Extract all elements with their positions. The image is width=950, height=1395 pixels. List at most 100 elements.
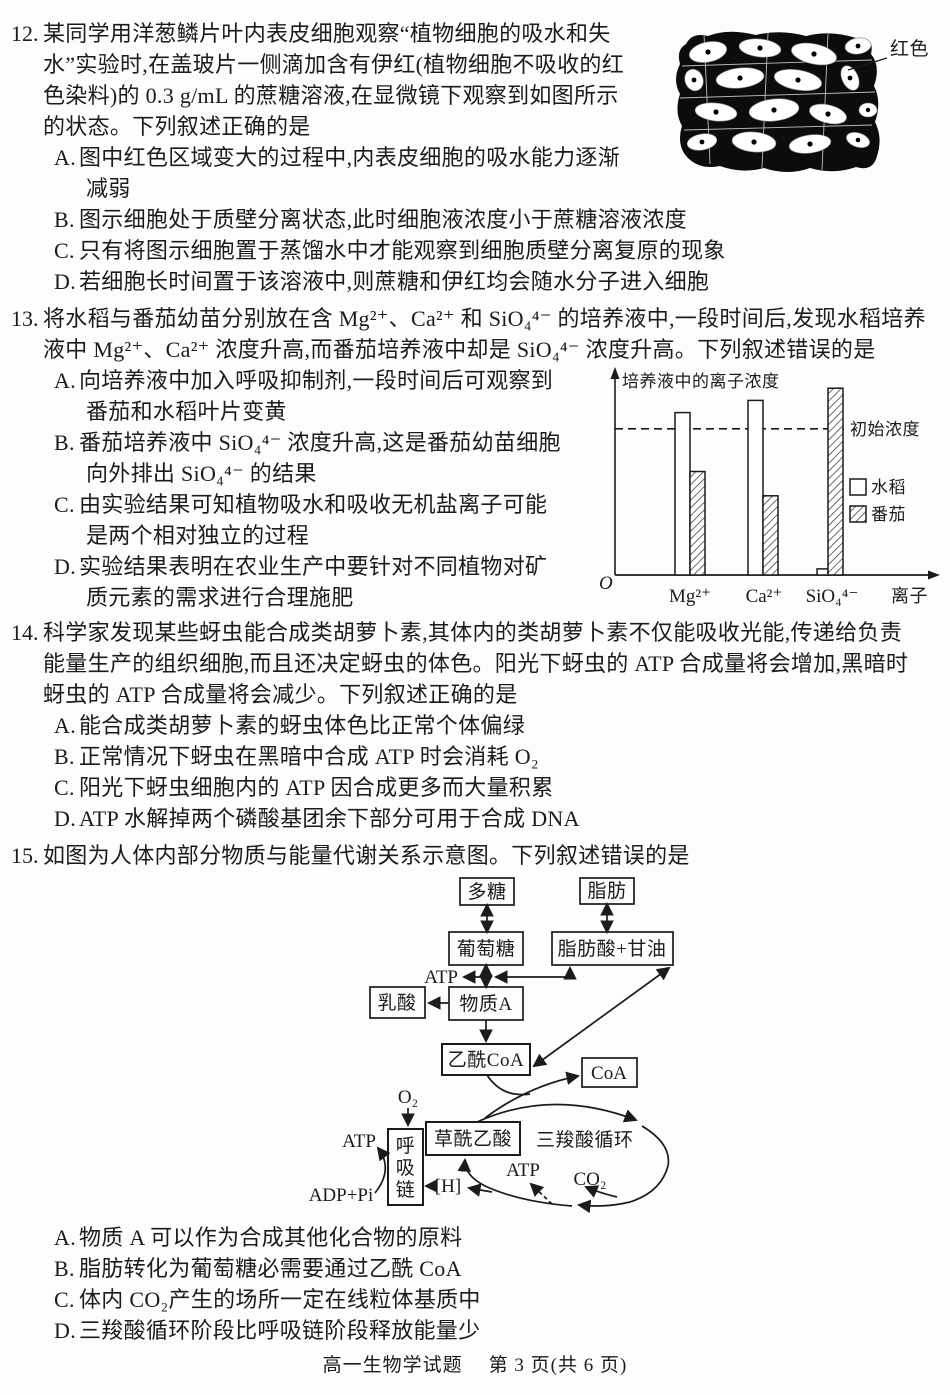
stem-text: 如图为人体内部分物质与能量代谢关系示意图。下列叙述错误的是: [43, 843, 690, 868]
stem-text: 将水稻与番茄幼苗分别放在含 Mg²⁺、Ca²⁺ 和 SiO₄⁴⁻ 的培养液中,一…: [43, 306, 926, 331]
nuclei: [691, 43, 871, 147]
x-axis-arrow: [928, 570, 940, 580]
chart-legend: 水稻 番茄: [849, 478, 906, 524]
curve-acetylcoa-into-cycle: [486, 1074, 531, 1096]
ion-concentration-bar-chart: 培养液中的离子浓度 O 初始浓度 Mg²⁺ Ca²⁺ SiO₄⁴⁻ 离子 水稻: [599, 367, 940, 607]
node-oxaloacetate-label: 草酰乙酸: [434, 1128, 512, 1150]
option-text: 阳光下蚜虫细胞内的 ATP 因合成更多而大量积累: [79, 775, 554, 800]
reference-line-label: 初始浓度: [850, 420, 920, 439]
option-label: D.: [54, 1318, 76, 1343]
option-b: B.图示细胞处于质壁分离状态,此时细胞液浓度小于蔗糖溶液浓度: [11, 204, 726, 235]
option-label: A.: [54, 368, 76, 393]
option-a-cont: 番茄和水稻叶片变黄: [86, 399, 287, 424]
option-label: A.: [54, 1225, 76, 1250]
option-c: C.由实验结果可知植物吸水和吸收无机盐离子可能: [11, 489, 926, 520]
option-label: C.: [54, 775, 75, 800]
option-label: C.: [54, 492, 75, 517]
red-region-label: 红色: [890, 38, 929, 60]
node-acetyl-coa-label: 乙酰CoA: [448, 1049, 524, 1071]
question-number: 15.: [11, 843, 39, 868]
label-atp-chain: ATP: [342, 1131, 376, 1152]
question-15-options: A.物质 A 可以作为合成其他化合物的原料 B.脂肪转化为葡萄糖必需要通过乙酰 …: [11, 1222, 481, 1346]
option-label: C.: [54, 1287, 75, 1312]
y-axis-arrow: [610, 367, 620, 379]
question-13: 13.将水稻与番茄幼苗分别放在含 Mg²⁺、Ca²⁺ 和 SiO₄⁴⁻ 的培养液…: [11, 303, 926, 613]
node-polysaccharide-label: 多糖: [467, 881, 506, 903]
legend-label-rice: 水稻: [871, 478, 906, 497]
option-c: C.体内 CO₂产生的场所一定在线粒体基质中: [11, 1284, 481, 1315]
option-c-cont: 是两个相对独立的过程: [86, 523, 310, 548]
tick-label-sio4: SiO₄⁴⁻: [806, 586, 859, 607]
node-lactate-label: 乳酸: [377, 992, 416, 1014]
node-respiratory-chain-char2: 吸: [396, 1158, 416, 1179]
origin-label: O: [599, 573, 613, 594]
arrow-cycle-h: [466, 1183, 493, 1197]
tca-cycle-top-arc: [476, 1103, 638, 1123]
option-b: B.脂肪转化为葡萄糖必需要通过乙酰 CoA: [11, 1253, 481, 1284]
footer-page-number: 第 3 页(共 6 页): [488, 1355, 628, 1376]
arrow-adp-to-atp: [374, 1146, 391, 1194]
option-a: A.向培养液中加入呼吸抑制剂,一段时间后可观察到: [11, 365, 926, 396]
label-h-carrier: [H]: [435, 1176, 461, 1197]
node-fattyacid-glycerol-label: 脂肪酸+甘油: [558, 938, 667, 960]
option-d: D.三羧酸循环阶段比呼吸链阶段释放能量少: [11, 1315, 481, 1346]
option-d-cont: 质元素的需求进行合理施肥: [86, 585, 354, 610]
option-text: 实验结果表明在农业生产中要针对不同植物对矿: [79, 554, 548, 579]
question-number: 12.: [11, 21, 39, 46]
metabolism-diagram: 多糖 脂肪 葡萄糖 脂肪酸+甘油 乳酸 物质A 乙酰CoA CoA 草酰乙酸 呼…: [309, 877, 674, 1214]
question-stem-line: 的状态。下列叙述正确的是: [43, 114, 311, 139]
tick-label-ca: Ca²⁺: [746, 586, 783, 607]
page-footer: 高一生物学试题 第 3 页(共 6 页): [0, 1350, 950, 1377]
arrow-cycle-co2: [584, 1185, 618, 1198]
option-label: D.: [54, 269, 76, 294]
option-b: B.正常情况下蚜虫在黑暗中合成 ATP 时会消耗 O₂: [11, 741, 908, 772]
label-adp-pi: ADP+Pi: [309, 1185, 374, 1206]
option-text: 能合成类胡萝卜素的蚜虫体色比正常个体偏绿: [79, 713, 526, 738]
option-label: D.: [54, 554, 76, 579]
option-label: B.: [54, 207, 75, 232]
option-text: 向培养液中加入呼吸抑制剂,一段时间后可观察到: [79, 368, 554, 393]
question-number: 14.: [11, 620, 39, 645]
legend-swatch-tomato: [849, 505, 867, 523]
label-atp-glycolysis: ATP: [424, 967, 458, 988]
label-tca-cycle: 三羧酸循环: [536, 1129, 634, 1151]
question-15: 15.如图为人体内部分物质与能量代谢关系示意图。下列叙述错误的是: [11, 840, 690, 871]
option-text: ATP 水解掉两个磷酸基团余下部分可用于合成 DNA: [79, 806, 580, 831]
node-lactate-box: [369, 986, 426, 1019]
footer-exam-title: 高一生物学试题: [322, 1355, 463, 1376]
arrow-cycle-coa: [484, 1071, 581, 1119]
tca-cycle-right-arc: [576, 1125, 670, 1214]
stem-text: 某同学用洋葱鳞片叶内表皮细胞观察“植物细胞的吸水和失: [43, 21, 611, 46]
rice-bars: [674, 399, 829, 576]
question-stem-line: 12.某同学用洋葱鳞片叶内表皮细胞观察“植物细胞的吸水和失: [11, 18, 726, 49]
tca-cycle-bottom-arc: [457, 1157, 573, 1207]
option-text: 图示细胞处于质壁分离状态,此时细胞液浓度小于蔗糖溶液浓度: [79, 207, 687, 232]
option-text: 只有将图示细胞置于蒸馏水中才能观察到细胞质壁分离复原的现象: [79, 238, 726, 263]
option-text: 由实验结果可知植物吸水和吸收无机盐离子可能: [79, 492, 548, 517]
node-substance-a-label: 物质A: [459, 993, 512, 1015]
label-atp-tca: ATP: [506, 1160, 540, 1181]
option-label: B.: [54, 744, 75, 769]
legend-label-tomato: 番茄: [871, 505, 906, 524]
arrow-cycle-atp-dashed: [529, 1182, 553, 1205]
label-co2: CO₂: [573, 1169, 606, 1190]
node-glucose-label: 葡萄糖: [457, 938, 516, 960]
option-c: C.阳光下蚜虫细胞内的 ATP 因合成更多而大量积累: [11, 772, 908, 803]
arrow-acetylcoa-fattyacid: [532, 966, 671, 1068]
label-o2: O₂: [398, 1087, 418, 1108]
option-b: B.番茄培养液中 SiO₄⁴⁻ 浓度升高,这是番茄幼苗细胞: [11, 427, 926, 458]
question-14: 14.科学家发现某些蚜虫能合成类胡萝卜素,其体内的类胡萝卜素不仅能吸收光能,传递…: [11, 617, 908, 834]
tomato-bars: [689, 387, 844, 576]
option-d: D.实验结果表明在农业生产中要针对不同植物对矿: [11, 551, 926, 582]
annotation-leader-line: [847, 57, 888, 71]
option-text: 三羧酸循环阶段比呼吸链阶段释放能量少: [79, 1318, 481, 1343]
node-acetyl-coa-box: [441, 1043, 531, 1076]
stem-text: 科学家发现某些蚜虫能合成类胡萝卜素,其体内的类胡萝卜素不仅能吸收光能,传递给负责: [43, 620, 903, 645]
question-stem-line: 液中 Mg²⁺、Ca²⁺ 浓度升高,而番茄培养液中却是 SiO₄⁴⁻ 浓度升高。…: [43, 337, 876, 362]
question-stem-line: 14.科学家发现某些蚜虫能合成类胡萝卜素,其体内的类胡萝卜素不仅能吸收光能,传递…: [11, 617, 908, 648]
question-12: 12.某同学用洋葱鳞片叶内表皮细胞观察“植物细胞的吸水和失 水”实验时,在盖玻片…: [11, 18, 726, 297]
option-d: D.ATP 水解掉两个磷酸基团余下部分可用于合成 DNA: [11, 803, 908, 834]
question-stem-line: 色染料)的 0.3 g/mL 的蔗糖溶液,在显微镜下观察到如图所示: [43, 83, 619, 108]
option-a: A.物质 A 可以作为合成其他化合物的原料: [11, 1222, 481, 1253]
node-respiratory-chain-char1: 呼: [396, 1135, 416, 1157]
